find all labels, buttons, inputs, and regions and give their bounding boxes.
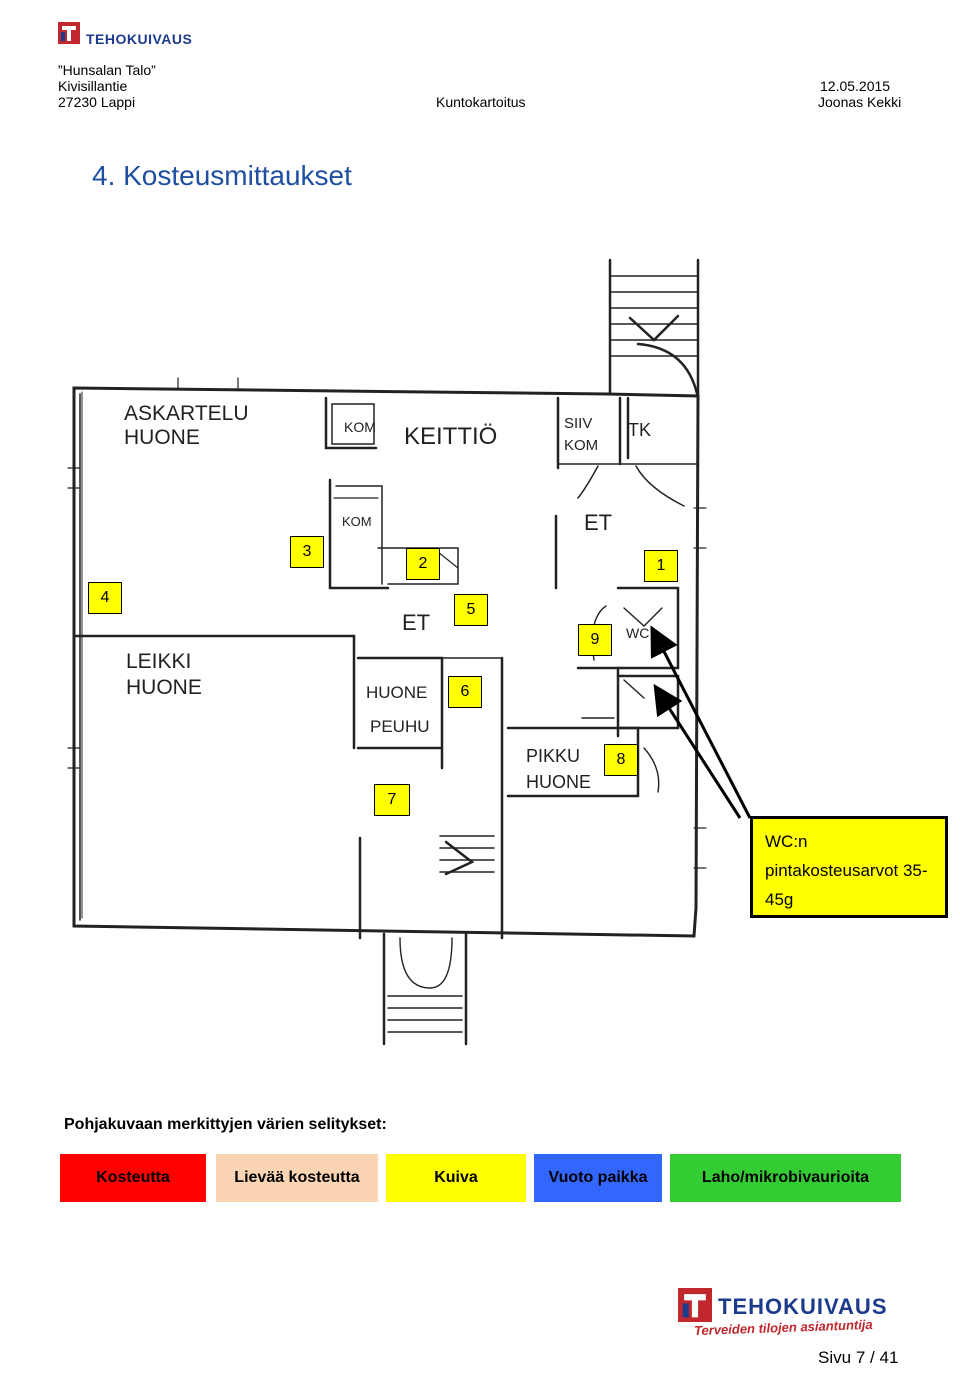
legend-label-laho: Laho/mikrobivaurioita: [701, 1169, 870, 1186]
footer-slogan: Terveiden tilojen asiantuntija: [693, 1316, 873, 1339]
room-label-keittio: KEITTIÖ: [404, 423, 497, 450]
section-title: 4. Kosteusmittaukset: [92, 160, 352, 191]
legend-label-lievaa-kosteutta: Lievää kosteutta: [234, 1169, 360, 1186]
property-name: ”Hunsalan Talo”: [58, 62, 156, 78]
room-label-peuhu: PEUHU: [370, 717, 430, 736]
room-label-leikki: LEIKKI: [126, 650, 191, 673]
room-label-huone-1: HUONE: [124, 426, 200, 449]
measurement-marker-5: 5: [454, 594, 488, 626]
report-date: 12.05.2015: [820, 78, 891, 94]
legend-label-kosteutta: Kosteutta: [96, 1169, 170, 1186]
wc-moisture-callout: WC:n pintakosteusarvot 35- 45g: [750, 816, 948, 918]
tehokuivaus-logo-icon: [58, 22, 80, 44]
callout-line-3: 45g: [765, 890, 794, 909]
room-label-kom-1: KOM: [344, 419, 376, 435]
page-prefix: Sivu: [818, 1348, 852, 1367]
footer-logo: TEHOKUIVAUS Terveiden tilojen asiantunti…: [676, 1284, 906, 1344]
page-total: 41: [879, 1348, 899, 1367]
page-current: 7: [855, 1348, 866, 1367]
header-brand-text: TEHOKUIVAUS: [86, 31, 193, 47]
postal-address: 27230 Lappi: [58, 94, 136, 110]
report-type: Kuntokartoitus: [436, 94, 526, 110]
room-label-et-2: ET: [402, 610, 430, 635]
room-label-kom-3: KOM: [342, 514, 372, 529]
room-label-tk: TK: [628, 420, 651, 440]
room-label-huone-2: HUONE: [126, 676, 202, 699]
room-label-kom-2: KOM: [564, 437, 598, 454]
legend-item-kosteutta: Kosteutta: [60, 1154, 206, 1202]
room-label-askartelu: ASKARTELU: [124, 402, 249, 425]
legend-item-vuoto-paikka: Vuoto paikka: [534, 1154, 662, 1202]
legend-item-lievaa-kosteutta: Lievää kosteutta: [216, 1154, 378, 1202]
legend-title: Pohjakuvaan merkittyjen värien selitykse…: [64, 1116, 387, 1133]
measurement-marker-3: 3: [290, 536, 324, 568]
page-number: Sivu 7 / 41: [818, 1348, 898, 1368]
measurement-marker-9: 9: [578, 624, 612, 656]
page-separator: /: [870, 1348, 875, 1367]
room-label-huone-4: HUONE: [526, 772, 591, 792]
street-address: Kivisillantie: [58, 78, 128, 94]
measurement-marker-8: 8: [604, 744, 638, 776]
inspector-name: Joonas Kekki: [818, 94, 902, 110]
room-label-siiv: SIIV: [564, 415, 592, 432]
tehokuivaus-logo-icon: [678, 1288, 712, 1322]
measurement-marker-2: 2: [406, 548, 440, 580]
floor-plan-sketch: ASKARTELU HUONE KOM KEITTIÖ SIIV KOM TK …: [67, 258, 707, 1046]
room-label-pikku: PIKKU: [526, 746, 580, 766]
legend-item-kuiva: Kuiva: [386, 1154, 526, 1202]
callout-line-1: WC:n: [765, 832, 808, 851]
measurement-marker-6: 6: [448, 676, 482, 708]
header-logo: TEHOKUIVAUS: [58, 22, 208, 48]
room-label-huone-3: HUONE: [366, 683, 427, 702]
legend-label-kuiva: Kuiva: [434, 1169, 478, 1186]
footer-brand-text: TEHOKUIVAUS: [718, 1294, 888, 1319]
room-label-wc: WC: [626, 625, 649, 641]
measurement-marker-4: 4: [88, 582, 122, 614]
measurement-marker-7: 7: [374, 784, 410, 816]
legend-item-laho: Laho/mikrobivaurioita: [670, 1154, 901, 1202]
callout-line-2: pintakosteusarvot 35-: [765, 861, 928, 880]
room-label-et-1: ET: [584, 510, 612, 535]
legend-label-vuoto-paikka: Vuoto paikka: [548, 1169, 648, 1186]
measurement-marker-1: 1: [644, 550, 678, 582]
